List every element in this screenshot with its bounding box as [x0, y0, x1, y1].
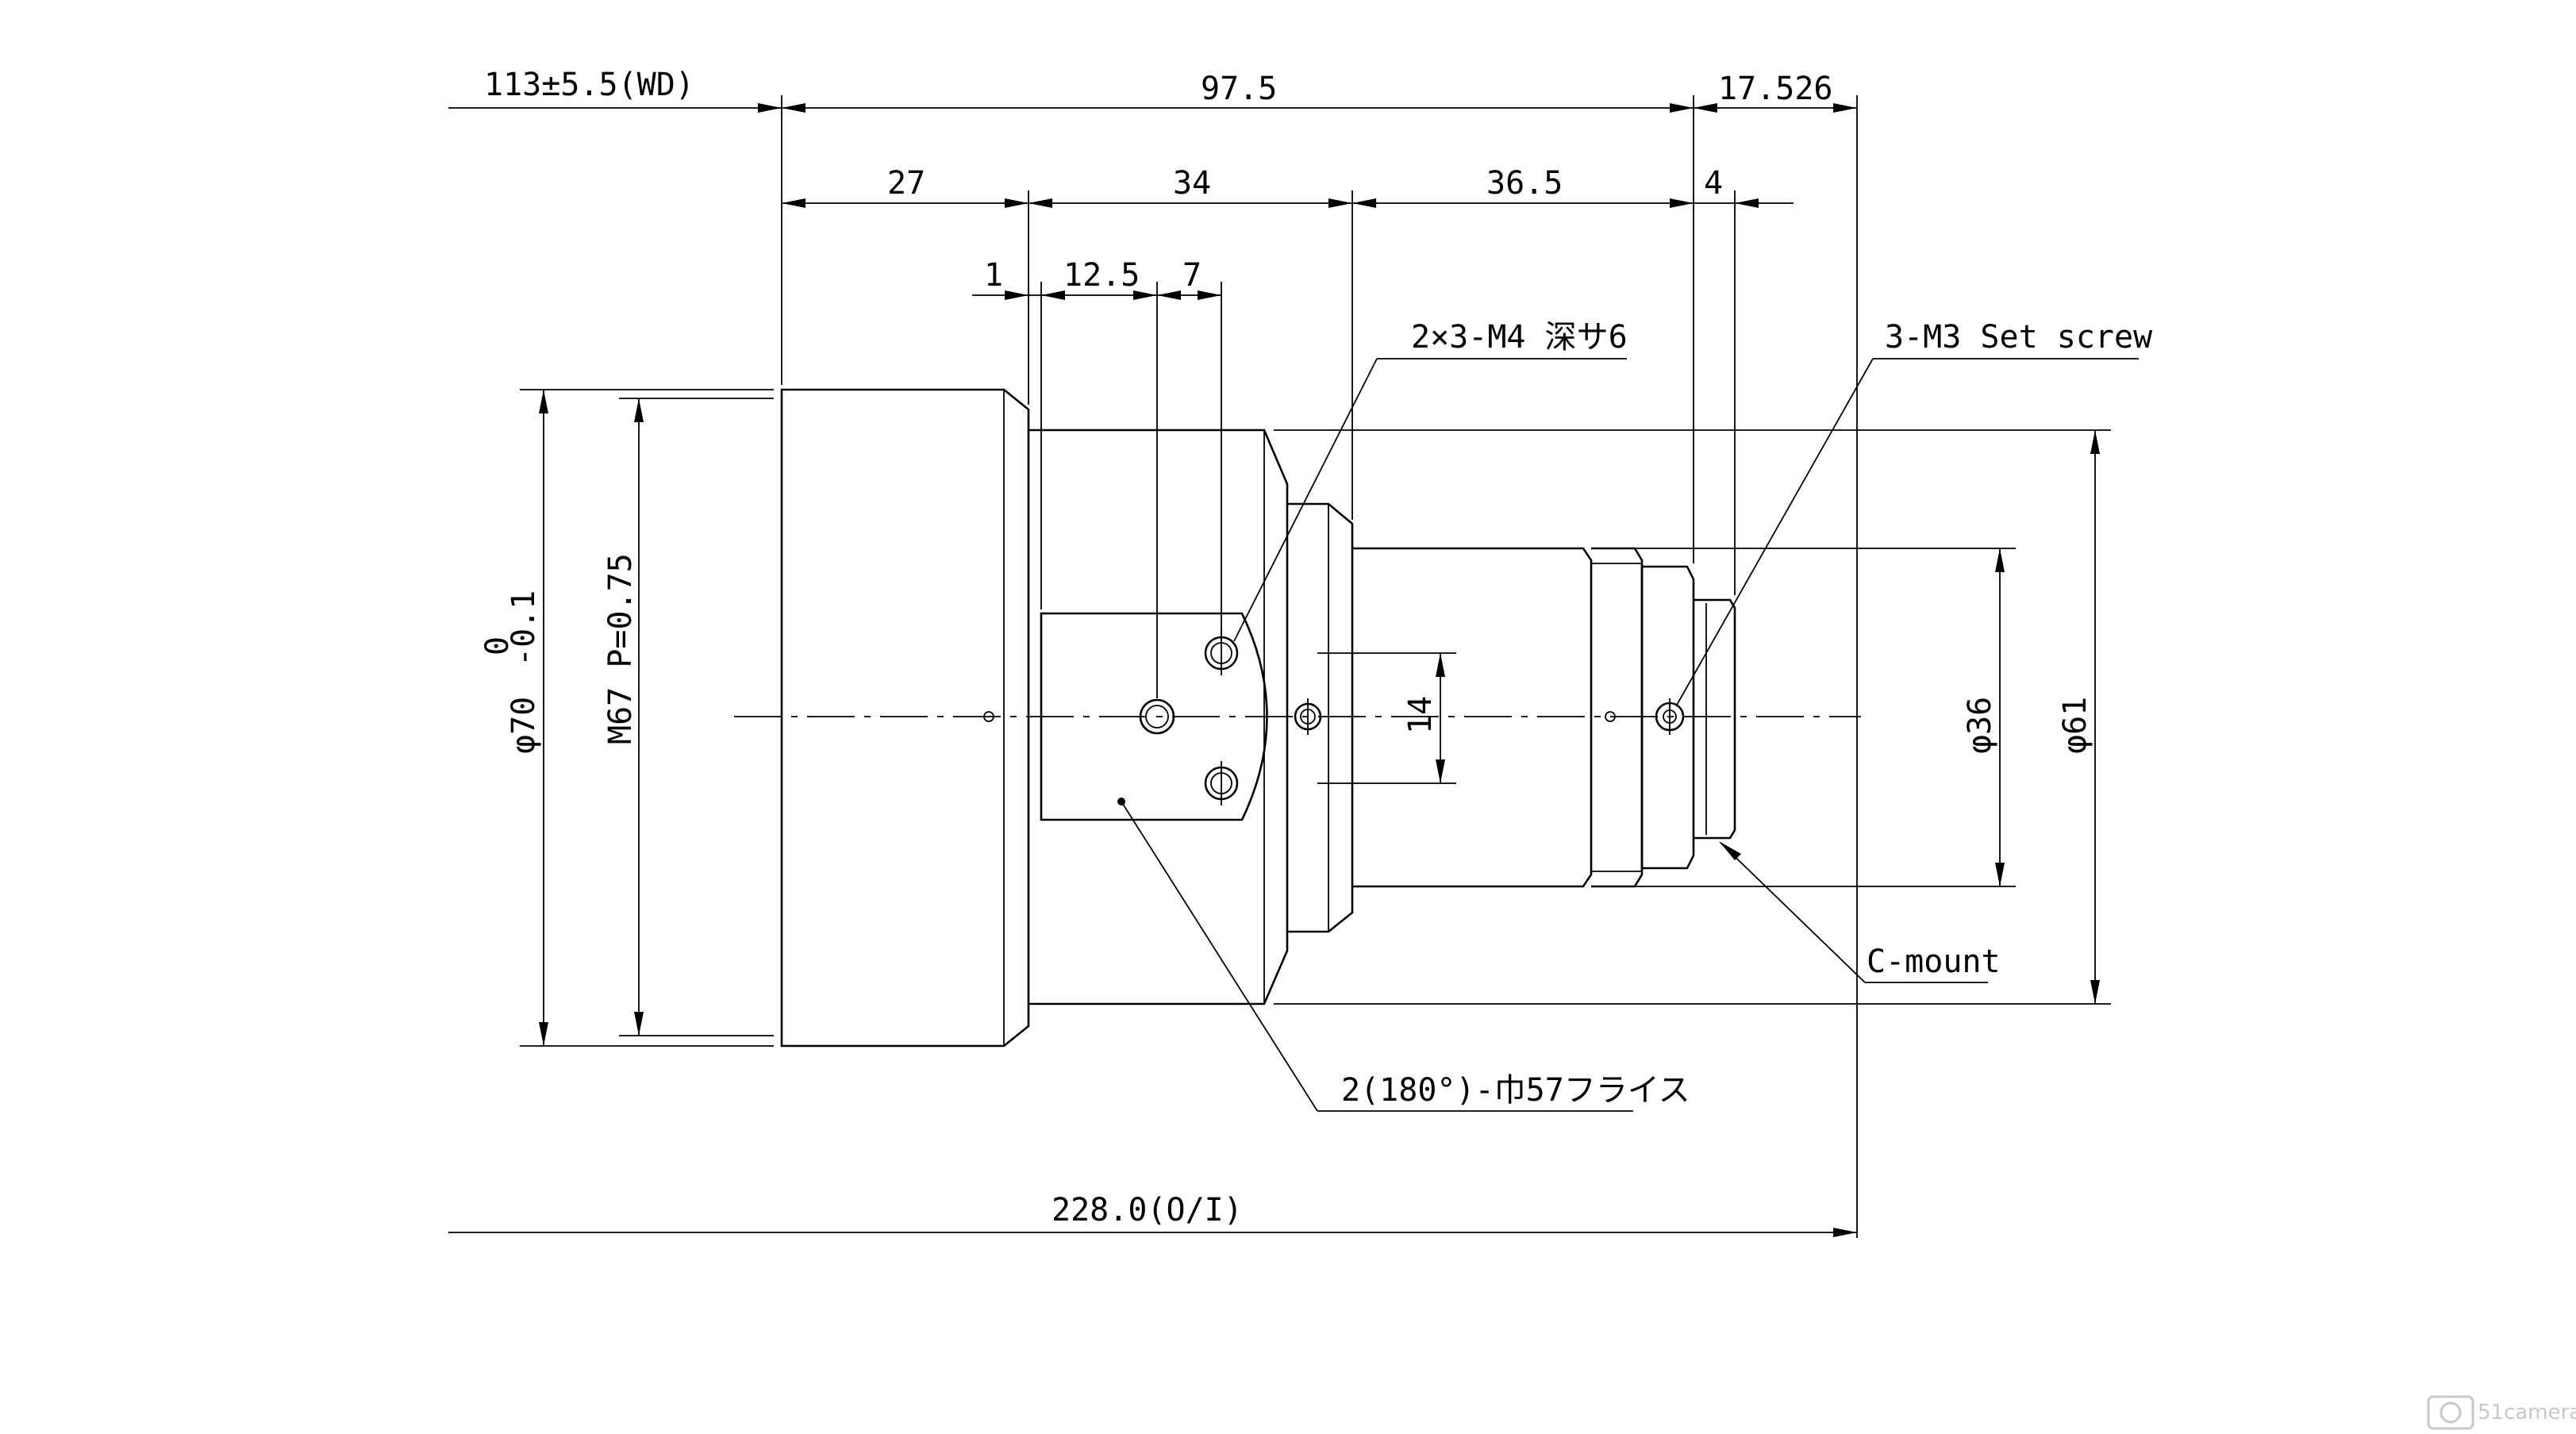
lens-body — [780, 388, 1736, 1048]
c-mount-thread — [1694, 598, 1736, 840]
label-14: 14 — [1402, 696, 1439, 734]
arrow-36-top — [1995, 548, 2005, 572]
arrow-12-5-right — [1133, 290, 1157, 300]
holes — [983, 631, 1685, 805]
label-c-mount: C-mount — [1867, 944, 2001, 980]
label-1: 1 — [984, 257, 1003, 294]
label-flats: 2(180°)-巾57フライス — [1341, 1072, 1690, 1109]
arrow-97-5-right — [1670, 103, 1694, 113]
label-97-5: 97.5 — [1201, 71, 1277, 107]
label-set-screw: 3-M3 Set screw — [1885, 319, 2153, 356]
leader-flats — [1121, 801, 1318, 1112]
watermark-text: 51camera — [2478, 1401, 2576, 1424]
label-thread: M67 P=0.75 — [602, 553, 639, 744]
arrow-7-right — [1198, 290, 1221, 300]
arrow-34-right — [1328, 198, 1352, 208]
knurled-ring — [1640, 565, 1695, 870]
arrow-97-5-left — [782, 103, 805, 113]
arrow-7-left — [1157, 290, 1181, 300]
rear-ring — [1591, 547, 1644, 888]
arrow-36-bottom — [1995, 863, 2005, 886]
label-dia-70-tol-upper: 0 — [479, 636, 516, 655]
label-34: 34 — [1173, 165, 1211, 202]
label-17-526: 17.526 — [1718, 71, 1833, 107]
label-dia-70: φ70 — [506, 697, 542, 754]
label-4: 4 — [1704, 165, 1723, 202]
arrow-61-top — [2090, 430, 2100, 454]
label-dia-36: φ36 — [1962, 697, 1998, 754]
leader-tapped-holes — [1233, 358, 1378, 642]
arrow-36-5-left — [1352, 198, 1376, 208]
arrow-1-left — [1041, 290, 1065, 300]
arrow-67-top — [634, 398, 644, 422]
arrow-61-bottom — [2090, 980, 2100, 1004]
arrow-27-right — [1005, 198, 1028, 208]
arrow-4-left — [1735, 198, 1759, 208]
watermark-lens-icon — [2440, 1401, 2462, 1424]
label-total: 228.0(O/I) — [1052, 1192, 1243, 1228]
extension-lines — [520, 95, 2111, 1238]
wrench-flat — [1040, 612, 1268, 821]
arrow-total-right — [1833, 1228, 1857, 1237]
label-tapped-holes: 2×3-M4 深サ6 — [1411, 319, 1628, 356]
arrow-1-right — [1005, 290, 1028, 300]
arrow-67-bottom — [634, 1012, 644, 1036]
label-dia-70-tol-lower: -0.1 — [506, 590, 542, 667]
rear-body — [1352, 547, 1593, 888]
dimension-lines — [448, 103, 2100, 1237]
arrow-70-bottom — [539, 1022, 548, 1046]
watermark-camera-icon — [2427, 1395, 2474, 1430]
label-27: 27 — [887, 165, 925, 202]
label-12-5: 12.5 — [1063, 257, 1140, 294]
label-wd: 113±5.5(WD) — [484, 67, 694, 103]
labels: 113±5.5(WD) 97.5 17.526 27 34 36.5 4 1 1… — [479, 67, 2153, 1228]
leader-c-mount — [1720, 842, 1866, 983]
arrow-17-526-left — [1694, 103, 1717, 113]
watermark-logo: 51camera — [2427, 1395, 2576, 1430]
collar-ring — [1287, 502, 1354, 933]
arrow-14-bottom — [1436, 759, 1445, 783]
arrow-70-top — [539, 390, 548, 413]
arrow-27-left — [782, 198, 805, 208]
label-7: 7 — [1182, 257, 1201, 294]
arrow-14-top — [1436, 653, 1445, 677]
arrow-17-526-right — [1833, 103, 1857, 113]
focus-section — [1028, 429, 1289, 1005]
label-dia-61: φ61 — [2057, 697, 2093, 754]
front-barrel — [780, 388, 1030, 1048]
label-36-5: 36.5 — [1486, 165, 1563, 202]
arrow-34-left — [1028, 198, 1052, 208]
leader-set-screw — [1675, 358, 1874, 707]
arrow-c-mount — [1719, 841, 1741, 860]
arrow-wd — [758, 103, 782, 113]
leader-lines — [1117, 358, 2139, 1112]
arrow-36-5-right — [1670, 198, 1694, 208]
